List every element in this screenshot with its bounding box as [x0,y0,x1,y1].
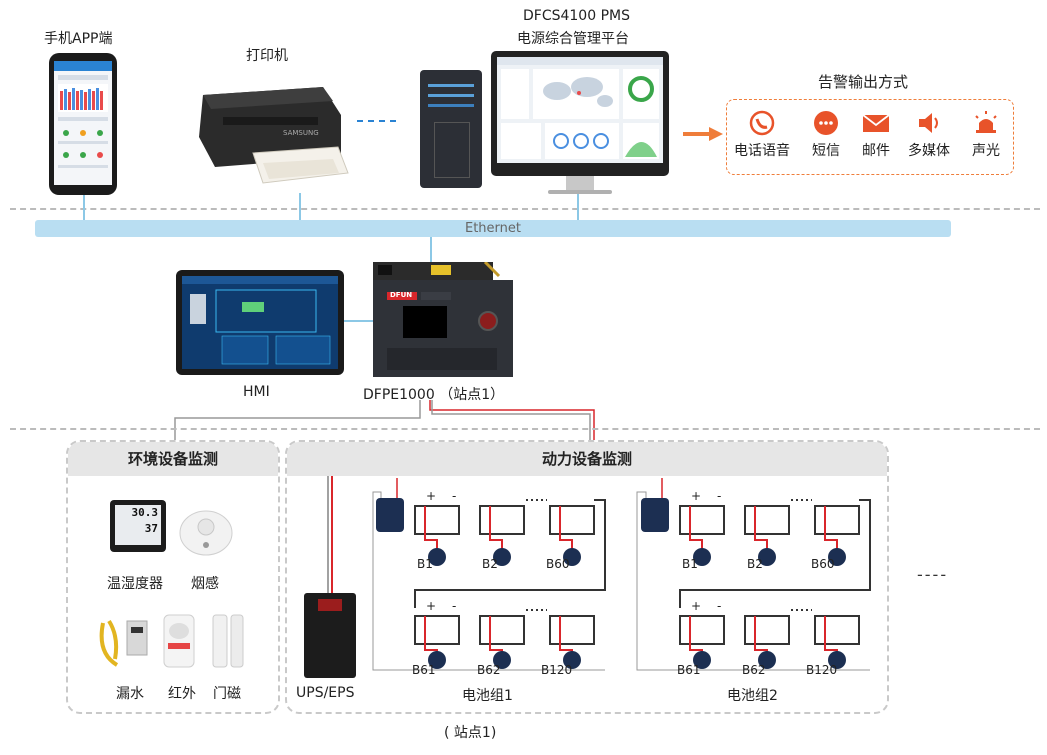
polarity-minus: - [452,489,457,503]
polarity-plus: + [426,599,437,613]
alarm-item-label: 声光 [972,143,1000,159]
env-item-label: 红外 [168,686,196,702]
dfpe-link [430,237,432,264]
battery-label: B61 [412,663,436,677]
hmi-link [344,320,374,322]
door-contact-sensor-image [209,613,249,673]
battery-label: B60 [546,557,570,571]
thermo-hygrometer-image: 30.3 37 [110,500,166,552]
monitor-image [491,51,669,176]
alarm-item-sms: 短信 [812,110,840,160]
environment-panel: 环境设备监测 [66,440,280,714]
alarm-item-label: 邮件 [862,143,890,159]
battery-label: B120 [541,663,573,677]
upper-divider [10,208,1040,210]
humidity-reading: 37 [144,522,158,535]
printer-brand-text: SAMSUNG [283,129,319,137]
phone-link [83,195,85,220]
battery-label: B61 [677,663,701,677]
platform-title: DFCS4100 PMS [523,8,630,24]
hmi-screen-image [176,270,344,375]
monitor-stand [566,176,594,190]
battery-label: B1 [682,557,698,571]
power-panel-title: 动力设备监测 [287,442,887,476]
printer-image: SAMSUNG [193,75,349,193]
printer-label: 打印机 [246,48,288,64]
env-item-label: 门磁 [213,686,241,702]
water-leak-sensor-image [95,613,155,675]
polarity-plus: + [691,599,702,613]
battery-label: B120 [806,663,838,677]
polarity-plus: + [426,489,437,503]
mail-icon [862,110,890,136]
sms-icon [812,110,840,136]
alarm-title: 告警输出方式 [818,73,909,91]
dfpe-label: DFPE1000 （站点1） [363,387,505,403]
battery-label: B62 [477,663,501,677]
temperature-reading: 30.3 [131,506,159,519]
monitor-base [548,190,612,194]
alarm-item-label: 电话语音 [734,143,790,159]
dfpe-brand-text: DFUN [390,291,413,299]
server-image [420,70,482,188]
env-item-label: 漏水 [116,686,144,702]
polarity-minus: - [717,599,722,613]
battery-label: B60 [811,557,835,571]
polarity-minus: - [452,599,457,613]
env-item-label: 烟感 [191,576,219,592]
ethernet-bus: Ethernet [35,220,951,237]
battery-wiring-diagram [327,476,871,671]
platform-subtitle: 电源综合管理平台 [517,31,629,47]
battery-label: B2 [747,557,763,571]
mobile-phone-image [49,53,117,195]
battery-label: B1 [417,557,433,571]
environment-panel-title: 环境设备监测 [68,442,278,476]
phone-app-label: 手机APP端 [44,31,113,47]
alarm-item-voice: 电话语音 [734,110,790,160]
platform-link [577,194,579,220]
power-panel: 动力设备监测 [285,440,889,714]
alarm-box [726,99,1014,175]
env-item-label: 温湿度器 [107,576,163,592]
siren-icon [972,110,1000,136]
infrared-sensor-image [162,613,196,673]
ellipsis-connector [357,120,397,122]
ethernet-label: Ethernet [465,221,521,236]
smoke-detector-image [178,505,234,561]
alarm-item-mail: 邮件 [862,110,890,160]
printer-link [299,193,301,220]
alarm-item-label: 多媒体 [908,143,950,159]
phone-voice-icon [748,110,776,136]
polarity-minus: - [717,489,722,503]
battery-group2-label: 电池组2 [727,688,778,704]
speaker-icon [915,110,943,136]
battery-label: B62 [742,663,766,677]
battery-group1-label: 电池组1 [462,688,513,704]
site-footer-label: ( 站点1) [444,725,497,741]
battery-label: B2 [482,557,498,571]
dfpe1000-controller-image: DFUN [373,260,513,377]
lower-divider [10,428,1040,430]
alarm-arrow-icon [683,127,723,141]
hmi-label: HMI [243,384,270,400]
polarity-plus: + [691,489,702,503]
ups-cabinet-image [304,593,356,678]
alarm-item-multimedia: 多媒体 [908,110,950,160]
alarm-item-sound-light: 声光 [972,110,1000,160]
ups-label: UPS/EPS [296,685,355,701]
alarm-item-label: 短信 [812,143,840,159]
more-groups-ellipsis: ---- [917,565,949,584]
